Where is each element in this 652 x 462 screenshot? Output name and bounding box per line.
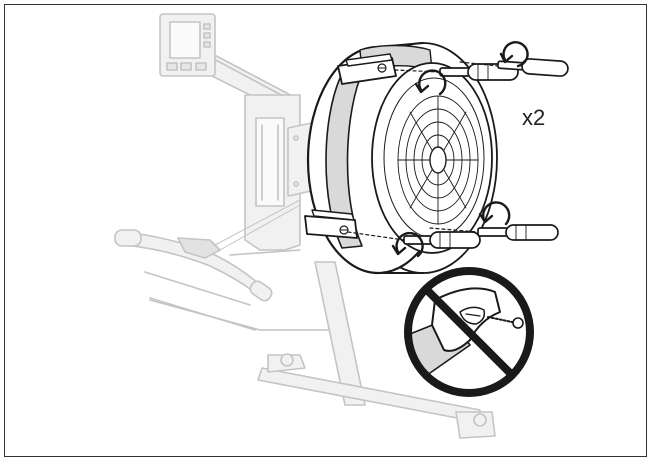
fan-grille <box>397 95 479 225</box>
top-bracket <box>337 53 397 85</box>
rowing-machine-icon <box>114 13 496 439</box>
screw-icon <box>487 316 524 329</box>
fan-cover-icon <box>304 42 498 275</box>
prohibited-icon <box>404 267 534 397</box>
screwdriver-icon <box>347 58 569 249</box>
monitor-icon <box>159 13 216 77</box>
bottom-bracket <box>304 209 358 239</box>
handle-icon <box>114 229 273 302</box>
quantity-label: x2 <box>522 105 545 130</box>
rotate-arrow-icon <box>391 41 529 258</box>
diagram-border <box>4 4 647 457</box>
